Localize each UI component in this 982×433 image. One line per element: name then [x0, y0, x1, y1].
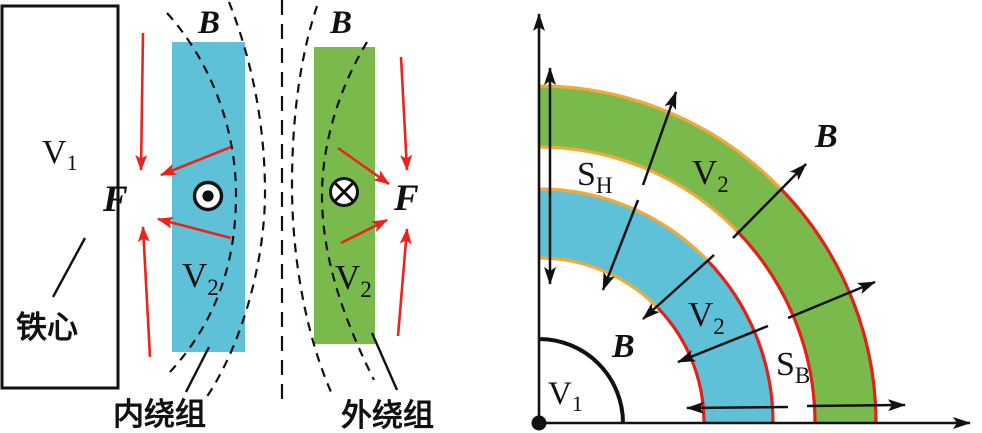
iron-core-rect	[0, 4, 120, 390]
b-arrow-in-mid	[642, 254, 715, 320]
core-caption: 铁心	[16, 310, 78, 345]
current-out-symbol	[192, 180, 224, 212]
width-label: SB	[776, 346, 810, 388]
axes	[533, 13, 971, 429]
force-arrow-up-outer	[396, 228, 412, 337]
force-arrows	[135, 32, 413, 358]
current-out-dot-icon	[202, 190, 214, 202]
force-arrow-right-lower	[340, 218, 388, 245]
b-arrow-out-upper	[641, 91, 678, 186]
field-label-lower: B	[611, 328, 635, 365]
origin-dot	[531, 415, 547, 431]
force-label-inner: F	[102, 179, 128, 220]
core-label: V1	[42, 134, 78, 175]
inner-winding-callout-line	[184, 346, 211, 393]
force-arrow-left-lower	[157, 216, 232, 240]
core-label-right: V1	[548, 376, 583, 416]
field-arrows	[544, 67, 906, 414]
band-edges	[538, 84, 878, 424]
force-label-outer: F	[393, 178, 419, 219]
right-diagram: V1 SH SB B B V2 V2	[531, 13, 971, 431]
flux-line-outer-left	[205, 1, 267, 399]
core-arc	[538, 337, 625, 424]
core-callout-line	[51, 237, 87, 298]
band-edges-orange	[538, 84, 783, 310]
width-arrow-inner-left	[686, 401, 789, 414]
flux-label-outer: B	[329, 5, 352, 41]
inner-winding-caption: 内绕组	[113, 397, 206, 432]
flux-label-inner: B	[197, 5, 220, 41]
left-diagram: V1 铁心 B B V2 V2	[0, 0, 434, 433]
b-arrow-out-lower	[787, 280, 876, 320]
flux-lines	[166, 0, 375, 400]
b-arrow-out-mid	[732, 163, 807, 239]
field-label-upper: B	[814, 118, 838, 155]
outer-winding-callout-line	[370, 332, 399, 391]
force-arrow-left-upper	[160, 145, 232, 177]
outer-winding-band	[539, 86, 876, 423]
height-label: SH	[577, 156, 613, 198]
force-arrow-right-upper	[337, 146, 390, 186]
current-in-symbol	[329, 177, 359, 207]
b-arrow-in-upper	[601, 199, 640, 291]
width-arrow-outer-right	[806, 399, 906, 412]
force-arrow-up-inner	[137, 226, 152, 358]
flux-line-outer-right	[290, 5, 333, 393]
b-arrow-in-lower	[677, 324, 769, 364]
outer-winding-band-label: V2	[692, 153, 729, 197]
flux-line-inner-left	[166, 12, 238, 373]
outer-winding-label: V2	[335, 258, 372, 302]
outer-winding-caption: 外绕组	[341, 398, 434, 433]
force-arrow-down-outer	[399, 56, 413, 171]
inner-winding-label: V2	[182, 256, 219, 300]
inner-winding-band-label: V2	[688, 295, 725, 339]
force-arrow-down-inner	[135, 32, 148, 171]
flux-line-inner-right	[320, 41, 375, 381]
